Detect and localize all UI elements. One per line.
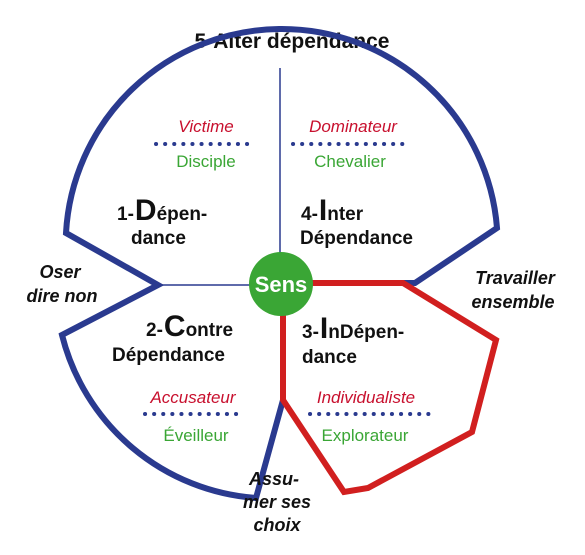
center-label: Sens <box>255 272 308 297</box>
transition-bottom-line1: Assu- <box>248 469 299 489</box>
q3-green-role: Explorateur <box>322 426 409 445</box>
q3-heading-line1: 3-InDépen- <box>302 312 404 345</box>
q2-green-role: Éveilleur <box>163 426 229 445</box>
transition-left-line2: dire non <box>27 286 98 306</box>
q4-green-role: Chevalier <box>314 152 386 171</box>
transition-right-line1: Travailler <box>475 268 556 288</box>
q3-red-role: Individualiste <box>317 388 415 407</box>
center-circle <box>249 252 313 316</box>
transition-bottom-line2: mer ses <box>243 492 311 512</box>
q2-heading-line1: 2-Contre <box>146 310 233 343</box>
q1-heading-line1: 1-Dépen- <box>117 194 207 227</box>
q3-heading-line2: dance <box>302 347 357 368</box>
q4-red-role: Dominateur <box>309 117 398 136</box>
transition-left-line1: Oser <box>39 262 81 282</box>
q1-green-role: Disciple <box>176 152 236 171</box>
independence-highlight <box>280 280 500 496</box>
outer-outline <box>58 25 501 502</box>
transition-right-line2: ensemble <box>471 292 554 312</box>
q1-red-role: Victime <box>178 117 233 136</box>
q4-heading-line2: Dépendance <box>300 228 413 249</box>
q4-heading-line1: 4-Inter <box>301 194 364 227</box>
q2-red-role: Accusateur <box>149 388 236 407</box>
q2-heading-line2: Dépendance <box>112 345 225 366</box>
q1-heading-line2: dance <box>131 228 186 249</box>
transition-bottom-line3: choix <box>253 515 301 535</box>
